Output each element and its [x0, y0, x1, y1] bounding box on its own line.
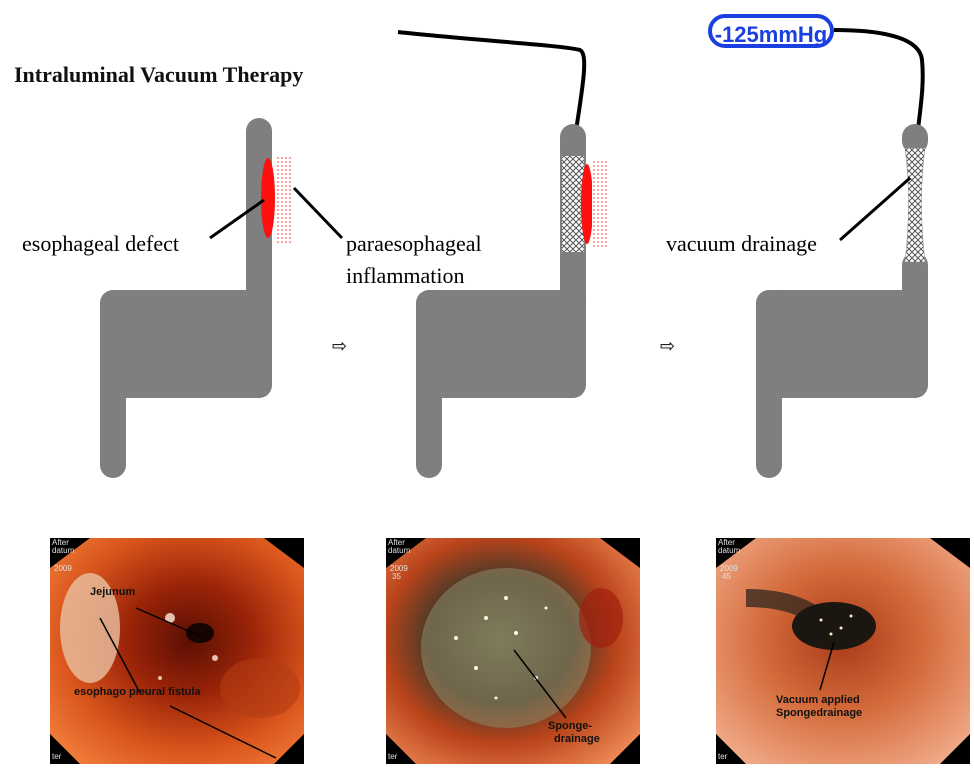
photo3-overlay-num: 45 — [722, 572, 731, 581]
step2-sponge — [562, 156, 584, 252]
inflammation-label-line2: inflammation — [346, 264, 465, 288]
photo2-overlay-datum: datum — [388, 546, 410, 555]
photo1-label-jejunum: Jejunum — [90, 586, 135, 599]
pressure-badge: -125mmHg — [708, 14, 834, 48]
photo1-overlay-year: 2009 — [54, 564, 72, 573]
photo1-overlay-bottom: ter — [52, 752, 61, 761]
photo2-label-line2: drainage — [554, 733, 600, 746]
inflammation-label-line1: paraesophageal — [346, 232, 482, 256]
photo2-overlay-bottom: ter — [388, 752, 397, 761]
vacuum-drainage-label: vacuum drainage — [666, 232, 817, 256]
photo3-overlay-datum: datum — [718, 546, 740, 555]
step1-organ — [100, 118, 272, 478]
photo2-label-line1: Sponge- — [548, 720, 592, 733]
step1-inflammation-pointer — [294, 188, 342, 238]
photo3-label-line2: Spongedrainage — [776, 707, 862, 720]
esophageal-defect-label: esophageal defect — [22, 232, 179, 256]
endoscopy-photo-vacuum: Vacuum applied Spongedrainage After datu… — [716, 538, 970, 764]
step2-organ — [416, 124, 586, 478]
arrow-right-icon: ⇨ — [332, 336, 347, 357]
step1-esophageal-defect — [261, 158, 275, 238]
photo3-label-line1: Vacuum applied — [776, 694, 860, 707]
endoscopy-photo-fistula: Jejunum esophago pleural fistula After d… — [50, 538, 304, 764]
photo1-label-fistula: esophago pleural fistula — [74, 686, 201, 699]
figure-title: Intraluminal Vacuum Therapy — [14, 62, 303, 88]
endoscopy-photo-sponge: Sponge- drainage After datum 2009 35 ter — [386, 538, 640, 764]
step2-esophageal-defect — [581, 164, 593, 244]
photo3-overlay-bottom: ter — [718, 752, 727, 761]
photo2-overlay-num: 35 — [392, 572, 401, 581]
photo1-overlay-datum: datum — [52, 546, 74, 555]
step3-collapsed-sponge — [905, 148, 925, 262]
step3-drainage-pointer — [840, 178, 910, 240]
step2-drainage-tube — [398, 32, 584, 158]
step2-inflammation-zone — [592, 160, 608, 248]
step1-inflammation-zone — [276, 156, 292, 244]
step3-organ — [756, 124, 928, 478]
arrow-right-icon: ⇨ — [660, 336, 675, 357]
